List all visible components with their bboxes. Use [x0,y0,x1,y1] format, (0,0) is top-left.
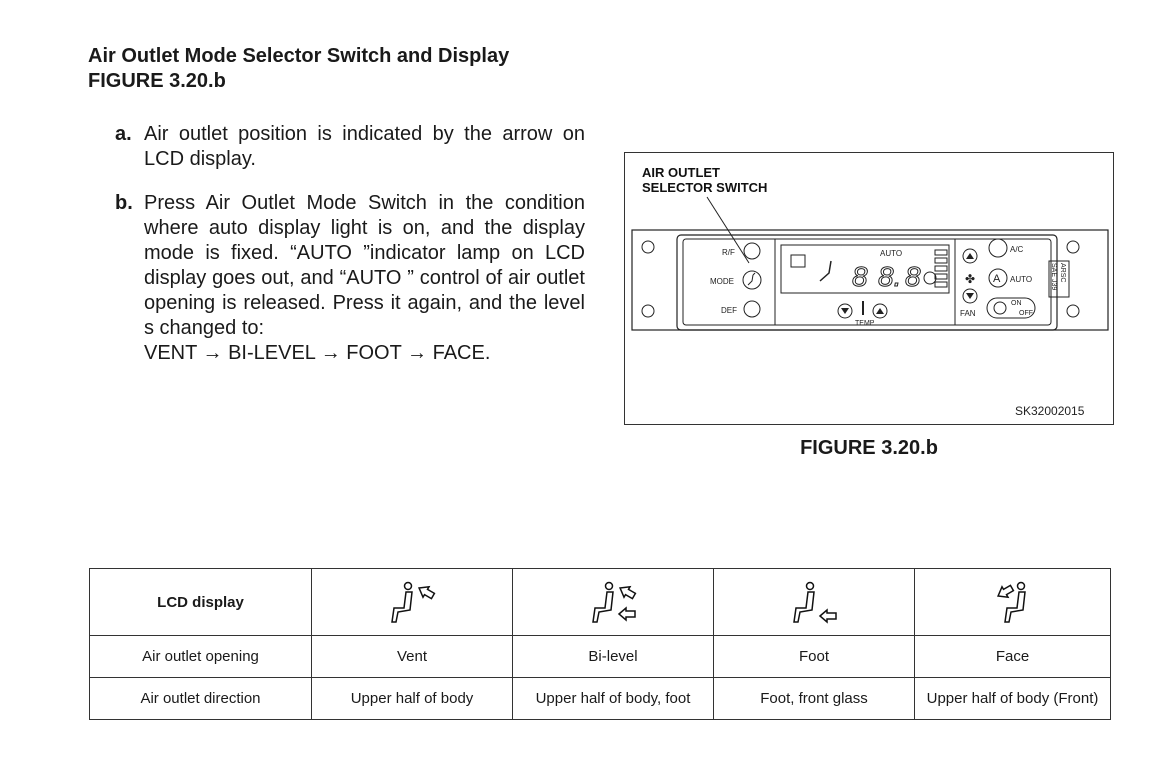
figure-reference: FIGURE 3.20.b [88,70,226,92]
down-arrow-icon [841,308,849,314]
callout-line1: AIR OUTLET [642,165,720,180]
ac-button[interactable] [988,238,1008,258]
screw-hole [1066,240,1080,254]
def-label: DEF [721,306,737,315]
table-cell: Face [914,635,1111,678]
table-header-row: LCD display [89,568,1111,636]
fan-icon: ✤ [965,272,975,286]
fan-label: FAN [960,309,976,318]
fan-down-button[interactable] [962,288,978,304]
svg-text:8.: 8. [878,261,901,292]
table-cell: Upper half of body (Front) [914,677,1111,720]
rf-button[interactable] [743,242,761,260]
item-text: Air outlet position is indicated by the … [144,123,585,170]
table-header-label: LCD display [89,568,312,636]
panel-face [676,234,1058,331]
on-label: ON [1011,300,1022,307]
auto-button-letter: A [993,273,1001,285]
seat-icon [747,272,756,286]
svg-text:8: 8 [852,261,868,292]
row-label: Air outlet opening [89,635,312,678]
section-title: Air Outlet Mode Selector Switch and Disp… [88,45,510,67]
on-off-button[interactable] [986,297,1036,319]
figure-box: AIR OUTLET SELECTOR SWITCH R/F MODE DEF … [624,152,1114,425]
item-label: a. [115,123,132,145]
table-cell: Vent [311,635,513,678]
mode-label: MODE [710,277,734,286]
table-cell: Foot [713,635,915,678]
table-row: Air outlet opening Vent Bi-level Foot Fa… [89,635,1111,678]
list-item: a. Air outlet position is indicated by t… [115,122,585,172]
screw-hole [1066,304,1080,318]
control-panel-drawing: AIR OUTLET SELECTOR SWITCH R/F MODE DEF … [631,165,1109,418]
certification-sticker: ARSC SAE J39 [1048,260,1070,298]
table-row: Air outlet direction Upper half of body … [89,677,1111,720]
table-cell: Foot, front glass [713,677,915,720]
ac-label: A/C [1010,245,1024,254]
table-cell: Bi-level [512,635,714,678]
row-label: Air outlet direction [89,677,312,720]
item-text: Press Air Outlet Mode Switch in the cond… [144,192,585,339]
fan-level-bars [934,249,948,288]
list-item: b. Press Air Outlet Mode Switch in the c… [115,191,585,366]
foot-mode-icon [713,568,915,636]
bi-level-mode-icon [512,568,714,636]
lcd-auto-indicator: AUTO [880,249,902,258]
svg-text:SAE J39: SAE J39 [1050,263,1057,290]
screw-hole [641,240,655,254]
screw-hole [641,304,655,318]
rf-label: R/F [722,248,735,257]
svg-text:8: 8 [905,261,921,292]
face-mode-icon [914,568,1111,636]
temp-up-button[interactable] [872,303,888,319]
vent-mode-icon [311,568,513,636]
lcd-mode-table: LCD display Air outlet opening Vent Bi-l… [89,568,1111,720]
up-arrow-icon [966,253,974,259]
auto-button[interactable] [988,268,1008,288]
lcd-display [780,244,950,294]
off-label: OFF [1019,310,1033,317]
callout-line2: SELECTOR SWITCH [642,180,767,195]
figure-code: SK32002015 [1015,404,1085,418]
seat-icon [819,260,832,282]
panel-face-inner [682,238,1052,326]
mode-button[interactable] [742,270,762,290]
instruction-list: a. Air outlet position is indicated by t… [115,122,585,385]
recirculation-icon [790,254,806,268]
temp-label: TEMP [855,320,875,327]
table-cell: Upper half of body [311,677,513,720]
up-arrow-icon [876,308,884,314]
auto-button-label: AUTO [1010,275,1032,284]
svg-text:ARSC: ARSC [1059,263,1066,282]
temp-down-button[interactable] [837,303,853,319]
figure-caption: FIGURE 3.20.b [800,437,938,459]
def-button[interactable] [743,300,761,318]
section-heading: Air Outlet Mode Selector Switch and Disp… [88,44,509,94]
table-cell: Upper half of body, foot [512,677,714,720]
mode-sequence: VENT → BI-LEVEL → FOOT → FACE. [144,342,491,364]
down-arrow-icon [966,293,974,299]
fan-icon [923,271,937,285]
power-icon [993,301,1007,315]
fan-up-button[interactable] [962,248,978,264]
item-label: b. [115,192,133,214]
